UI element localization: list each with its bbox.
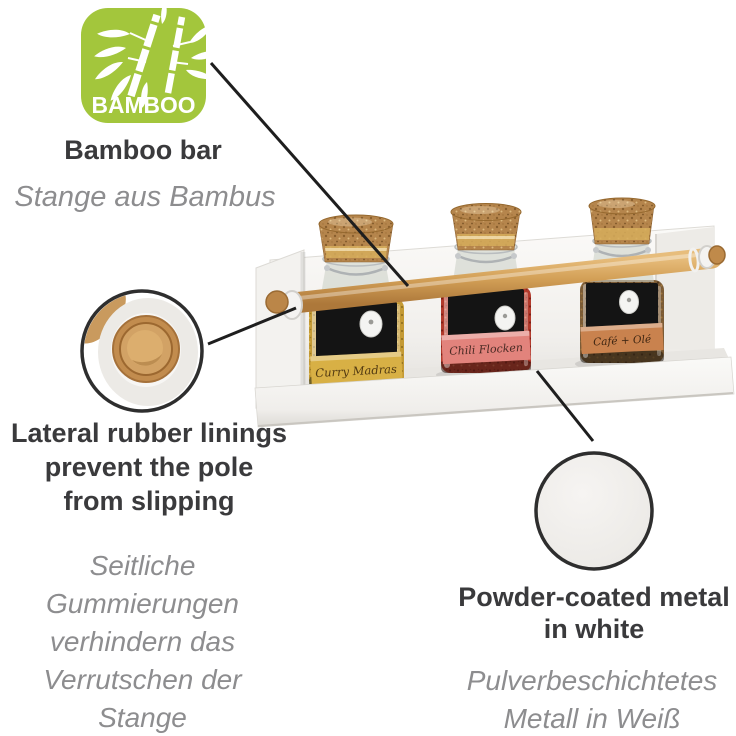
jar-label-text: Café + Olé xyxy=(593,333,652,348)
clamp-knob xyxy=(511,253,517,259)
pole-highlight xyxy=(288,252,708,301)
rubber-title-line: prevent the pole xyxy=(44,452,254,482)
spice-jar-cafe: Café + Olé xyxy=(580,197,664,363)
clamp-knob xyxy=(324,265,330,271)
jar-wire-clamp xyxy=(595,248,649,258)
cork-top xyxy=(318,214,394,234)
cork-top-shine xyxy=(460,206,500,214)
cork-top xyxy=(588,197,656,215)
rubber-linings-title: Lateral rubber linings prevent the pole … xyxy=(0,416,298,518)
cork-foil-band xyxy=(457,234,515,246)
jar-glass-base xyxy=(580,351,664,363)
jar-wire-clamp xyxy=(457,254,515,264)
rubber-detail-circle xyxy=(80,289,204,413)
rubber-subtitle-line: Seitliche xyxy=(89,550,196,581)
jar-label-text: Curry Madras xyxy=(315,362,397,380)
rubber-subtitle-line: verhindern das xyxy=(49,626,236,657)
jar-label-text: Chili Flocken xyxy=(449,341,523,358)
jar-band xyxy=(580,322,664,355)
rubber-title-line: from slipping xyxy=(63,486,235,516)
cork-top-shine xyxy=(597,200,635,208)
rubber-subtitle-line: Stange xyxy=(98,702,187,733)
badge-label: BAMBOO xyxy=(92,92,196,118)
metal-swatch-circle xyxy=(534,451,654,571)
metal-title-line: in white xyxy=(543,614,645,644)
shelf-tray-front xyxy=(254,356,735,428)
pole-tip-right xyxy=(708,245,726,265)
spice-jar-chili: Chili Flocken xyxy=(441,203,531,373)
pole-tip-left xyxy=(265,290,289,314)
shelf-tray-bottom-edge xyxy=(257,392,734,427)
jar-medallion-mark xyxy=(368,319,374,325)
powder-metal-subtitle-de: Pulverbeschichtetes Metall in Weiß xyxy=(436,662,736,736)
jar-wire-clamp xyxy=(326,266,386,276)
powder-metal-title: Powder-coated metal in white xyxy=(444,581,736,645)
metal-subtitle-line: Pulverbeschichtetes xyxy=(466,665,718,696)
clamp-knob xyxy=(593,247,599,253)
callout-line-powder-metal xyxy=(535,370,595,442)
jar-medallion-mark xyxy=(502,313,508,319)
jar-glass-base xyxy=(441,360,531,373)
bamboo-bar-title: Bamboo bar xyxy=(12,133,274,167)
bamboo-bar-subtitle-line: Stange aus Bambus xyxy=(14,181,276,213)
jar-band-shine xyxy=(441,330,530,341)
pole-ring xyxy=(688,247,700,273)
bamboo-badge: BAMBOO xyxy=(81,1,221,123)
spice-shelf-photo: Curry Madras Chili Flocke xyxy=(254,197,735,428)
cork-foil-shine xyxy=(325,248,387,251)
jar-band-shine xyxy=(310,351,402,362)
rubber-linings-subtitle-de: Seitliche Gummierungen verhindern das Ve… xyxy=(0,547,285,736)
metal-subtitle-line: Metall in Weiß xyxy=(503,703,681,734)
pole-end-face xyxy=(127,330,163,366)
jar-black-label xyxy=(448,289,524,346)
jar-medallion-mark xyxy=(626,297,632,303)
clamp-knob xyxy=(455,253,461,259)
bamboo-bar-title-line: Bamboo bar xyxy=(64,135,222,165)
clamp-knob xyxy=(382,265,388,271)
cork-foil-band xyxy=(594,228,650,240)
jar-band xyxy=(441,330,531,365)
bamboo-bar-subtitle-de: Stange aus Bambus xyxy=(0,178,290,216)
cork-top xyxy=(450,203,522,221)
callout-line-rubber-lining xyxy=(207,306,297,346)
clamp-knob xyxy=(645,247,651,253)
rubber-subtitle-line: Verrutschen der xyxy=(43,664,242,695)
metal-title-line: Powder-coated metal xyxy=(458,582,730,612)
shelf-left-panel xyxy=(255,249,305,409)
pole-rod xyxy=(273,247,723,315)
jar-band xyxy=(310,351,403,387)
callout-line-bamboo-bar xyxy=(209,62,410,287)
rubber-title-line: Lateral rubber linings xyxy=(10,418,288,448)
jar-band-shine xyxy=(580,322,663,332)
cork-foil-shine xyxy=(457,236,515,239)
bamboo-icon xyxy=(92,1,221,109)
rubber-subtitle-line: Gummierungen xyxy=(46,588,239,619)
pole-end-shadow xyxy=(132,354,162,366)
